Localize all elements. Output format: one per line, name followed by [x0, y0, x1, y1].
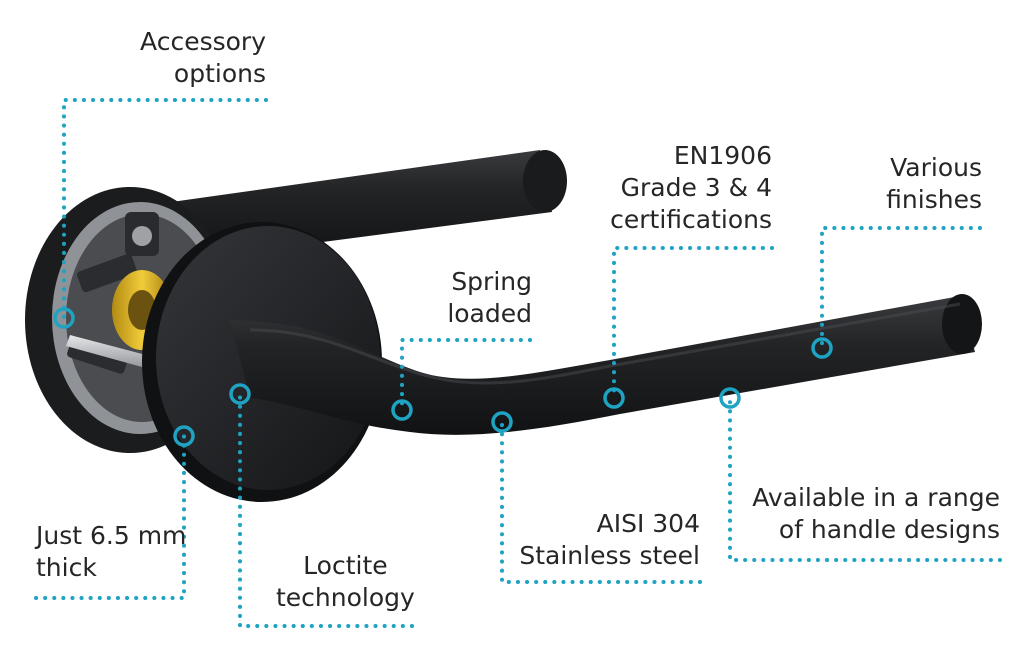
- marker-circle-spring: [391, 399, 413, 421]
- callout-spring-line-1: Spring: [451, 267, 532, 296]
- marker-circle-en1906: [603, 387, 625, 409]
- callout-aisi-line-2: Stainless steel: [519, 541, 700, 570]
- callout-thick-line-2: thick: [36, 553, 97, 582]
- callout-en1906-line-3: certifications: [610, 205, 772, 234]
- marker-circle-accessory: [53, 307, 75, 329]
- marker-circle-range: [719, 387, 741, 409]
- callout-loctite: Loctite technology: [276, 550, 415, 614]
- callout-finishes-line-1: Various: [890, 153, 982, 182]
- leader-line-loctite: [238, 392, 414, 628]
- marker-circle-aisi: [491, 411, 513, 433]
- callout-loctite-line-2: technology: [276, 583, 415, 612]
- marker-circle-thick: [173, 425, 195, 447]
- callout-aisi-line-1: AISI 304: [596, 509, 700, 538]
- callout-accessory-options: Accessory options: [140, 26, 266, 90]
- callout-en1906-line-1: EN1906: [673, 141, 772, 170]
- callout-spring-loaded: Spring loaded: [447, 266, 532, 330]
- callout-thick-line-1: Just 6.5 mm: [36, 521, 187, 550]
- callout-handle-range: Available in a range of handle designs: [752, 482, 1000, 546]
- leader-line-range: [728, 396, 1002, 562]
- leader-line-finishes: [820, 226, 982, 350]
- callout-loctite-line-1: Loctite: [303, 551, 388, 580]
- callout-finishes-line-2: finishes: [886, 185, 982, 214]
- callout-en1906: EN1906 Grade 3 & 4 certifications: [610, 140, 772, 236]
- callout-range-line-2: of handle designs: [778, 515, 1000, 544]
- callout-accessory-line-2: options: [173, 59, 266, 88]
- callout-en1906-line-2: Grade 3 & 4: [620, 173, 772, 202]
- callout-various-finishes: Various finishes: [886, 152, 982, 216]
- callout-just-thick: Just 6.5 mm thick: [36, 520, 186, 584]
- leader-line-thick: [34, 434, 186, 600]
- marker-circle-finishes: [811, 337, 833, 359]
- callout-accessory-line-1: Accessory: [140, 27, 266, 56]
- front-lever: [230, 294, 982, 435]
- callout-range-line-1: Available in a range: [752, 483, 1000, 512]
- leader-line-spring: [400, 338, 532, 412]
- callout-aisi-304: AISI 304 Stainless steel: [519, 508, 700, 572]
- marker-circle-loctite: [229, 383, 251, 405]
- callout-spring-line-2: loaded: [447, 299, 532, 328]
- leader-line-en1906: [612, 246, 774, 400]
- leader-line-accessory: [62, 98, 268, 320]
